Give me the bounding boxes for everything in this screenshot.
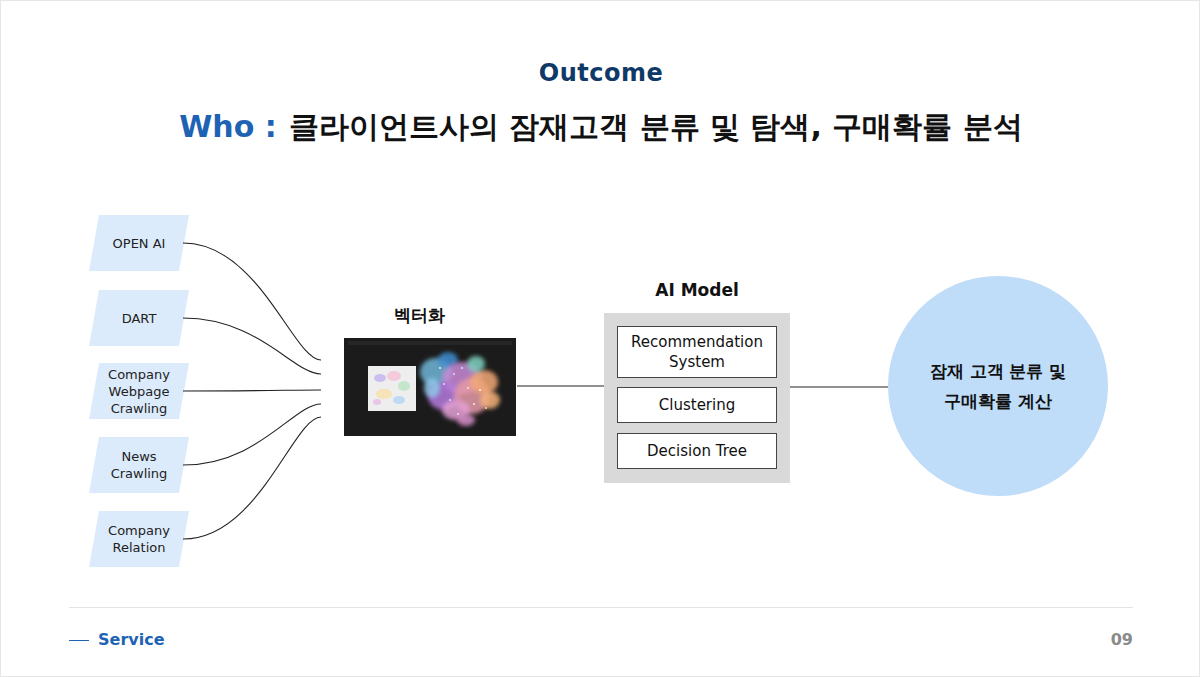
point-cloud <box>424 378 440 398</box>
model-box: Recommendation System <box>617 326 777 378</box>
cluster-blob <box>387 371 401 381</box>
parallelogram-fill <box>89 215 189 271</box>
point <box>485 407 487 409</box>
section-label-text: Outcome <box>539 59 663 87</box>
node-heading: 벡터화 <box>321 304 517 327</box>
source-label: Company Relation <box>102 522 176 556</box>
source-box: News Crawling <box>89 437 189 493</box>
model-label: Recommendation System <box>626 332 768 372</box>
footer-rule <box>69 607 1133 608</box>
connector-arrow <box>183 243 321 360</box>
point <box>457 413 459 415</box>
model-group: AI ModelRecommendation SystemClusteringD… <box>604 280 790 483</box>
title-row: Who : 클라이언트사의 잠재고객 분류 및 탐색, 구매확률 분석 <box>1 107 1200 148</box>
connector-arrow <box>790 386 888 387</box>
image-toolbar <box>348 341 512 345</box>
point <box>473 403 475 405</box>
parallelogram-fill <box>89 363 189 419</box>
connector-arrow <box>183 318 321 374</box>
section-label: Outcome <box>1 59 1200 87</box>
source-label-wrap: DART <box>99 290 179 346</box>
parallelogram-fill <box>89 290 189 346</box>
connector-arrow <box>183 417 321 539</box>
source-label-wrap: Company Webpage Crawling <box>99 363 179 419</box>
cluster-blob <box>398 381 410 391</box>
embedding-illustration <box>344 338 516 436</box>
source-label-wrap: OPEN AI <box>99 215 179 271</box>
point-cloud <box>457 414 475 426</box>
image-bg <box>344 338 516 436</box>
point <box>443 383 445 385</box>
cluster-blob <box>373 399 381 405</box>
point <box>453 373 455 375</box>
source-box: Company Webpage Crawling <box>89 363 189 419</box>
source-box: OPEN AI <box>89 215 189 271</box>
footer-dash <box>69 640 89 641</box>
connector-arrow <box>183 404 321 465</box>
source-label-wrap: News Crawling <box>99 437 179 493</box>
point <box>479 389 481 391</box>
footer-section-text: Service <box>98 630 165 649</box>
source-label: OPEN AI <box>113 235 166 252</box>
point <box>449 399 451 401</box>
page-number: 09 <box>1101 630 1133 649</box>
parallelogram-shape <box>89 511 189 567</box>
source-box: Company Relation <box>89 511 189 567</box>
title-prefix: Who : <box>179 109 277 144</box>
footer-section: Service <box>98 630 165 649</box>
slide-title: 클라이언트사의 잠재고객 분류 및 탐색, 구매확률 분석 <box>289 109 1023 144</box>
point-cloud <box>480 391 500 409</box>
page-number-text: 09 <box>1111 630 1133 649</box>
parallelogram-fill <box>89 437 189 493</box>
result-label: 잠재 고객 분류 및 구매확률 계산 <box>923 356 1073 416</box>
cluster-blob <box>393 396 405 404</box>
connector-arrow <box>517 385 604 386</box>
model-label: Decision Tree <box>647 441 747 461</box>
model-box: Decision Tree <box>617 433 777 469</box>
cluster-blob <box>374 374 386 382</box>
source-label-wrap: Company Relation <box>99 511 179 567</box>
connector-arrow <box>183 390 321 391</box>
point <box>461 367 463 369</box>
point <box>439 367 441 369</box>
source-box: DART <box>89 290 189 346</box>
point-cloud <box>470 370 498 394</box>
source-label: Company Webpage Crawling <box>102 366 176 417</box>
node-heading: AI Model <box>604 280 790 300</box>
model-box: Clustering <box>617 387 777 423</box>
model-label: Clustering <box>659 395 735 415</box>
vectorization-node: 벡터화 <box>321 304 517 437</box>
inset-panel <box>368 366 416 411</box>
cluster-blob <box>376 389 392 399</box>
source-label: DART <box>122 310 157 327</box>
result-circle: 잠재 고객 분류 및 구매확률 계산 <box>888 276 1108 496</box>
source-label: News Crawling <box>102 448 176 482</box>
point-cloud <box>467 356 485 372</box>
parallelogram-fill <box>89 511 189 567</box>
parallelogram-shape <box>89 437 189 493</box>
point <box>467 387 469 389</box>
